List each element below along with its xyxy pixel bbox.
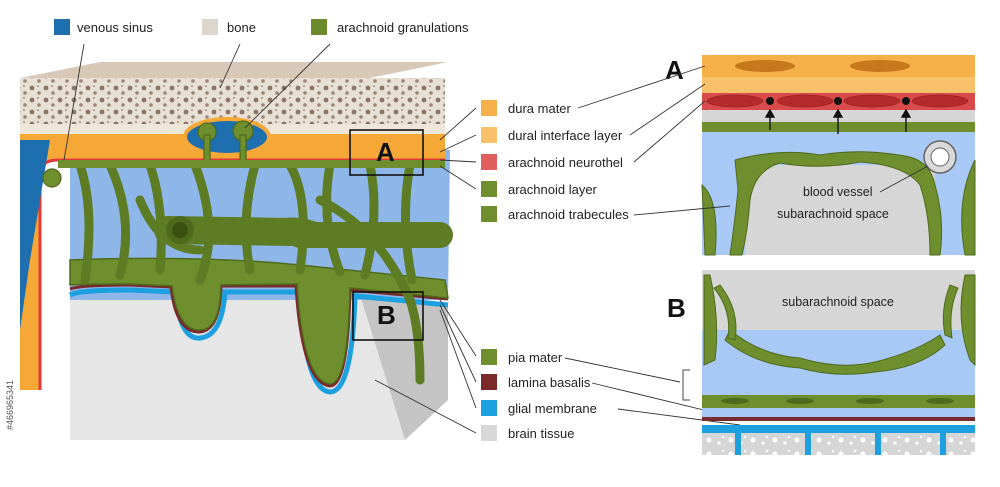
panel-a-dural-interface <box>702 77 975 93</box>
legend-label-dura-mater: dura mater <box>508 101 572 116</box>
panel-b: B subarachnoid space <box>667 270 976 455</box>
legend-label-glial-membrane: glial membrane <box>508 401 597 416</box>
brain-tissue-side <box>360 295 448 440</box>
panel-b-space-label: subarachnoid space <box>782 295 894 309</box>
legend-swatch-lamina-basalis <box>481 374 497 390</box>
legend-swatch-venous-sinus <box>54 19 70 35</box>
panel-b-glial <box>702 425 975 433</box>
top-leaders <box>63 43 331 161</box>
panel-a-junctions <box>766 97 910 105</box>
panel-b-bracket <box>682 369 690 401</box>
panel-a-dura-cells <box>735 60 910 72</box>
glial-membrane-surface <box>68 287 449 395</box>
panel-a-neurothel-cells <box>706 94 969 108</box>
panel-a: A <box>577 55 976 256</box>
panel-b-pia-cells <box>721 398 954 404</box>
stock-id: #466965341 <box>5 380 15 430</box>
legend-label-pia-mater: pia mater <box>508 350 563 365</box>
panel-a-space-label: subarachnoid space <box>777 207 889 221</box>
middle-legend: dura mater dural interface layer arachno… <box>439 100 629 222</box>
panel-b-brain <box>702 433 975 455</box>
panel-b-letter: B <box>667 293 686 323</box>
venous-sinus-top <box>183 117 271 157</box>
legend-label-venous-sinus: venous sinus <box>77 20 153 35</box>
legend-swatch-dural-interface-layer <box>481 127 497 143</box>
legend-label-arachnoid-layer: arachnoid layer <box>508 182 598 197</box>
panel-b-glial-feet <box>735 430 946 455</box>
legend-label-brain-tissue: brain tissue <box>508 426 574 441</box>
marker-box-a <box>349 129 424 176</box>
panel-a-trabecular-cells <box>701 151 976 256</box>
legend-label-dural-interface-layer: dural interface layer <box>508 128 623 143</box>
legend-label-arachnoid-granulations: arachnoid granulations <box>337 20 469 35</box>
marker-letter-a: A <box>376 137 395 167</box>
legend-swatch-arachnoid-granulations <box>311 19 327 35</box>
legend-swatch-arachnoid-layer <box>481 181 497 197</box>
marker-letter-b: B <box>377 300 396 330</box>
meninges-block: A B <box>20 62 453 440</box>
panel-b-trabecular-cells <box>703 274 976 375</box>
venous-sinus-left <box>20 140 50 330</box>
legend-label-arachnoid-neurothel: arachnoid neurothel <box>508 155 623 170</box>
panel-a-blood-vessel-label: blood vessel <box>803 185 873 199</box>
arachnoid-ceiling <box>58 160 445 168</box>
panel-a-arrows <box>764 108 912 134</box>
legend-swatch-arachnoid-trabecules <box>481 206 497 222</box>
legend-label-lamina-basalis: lamina basalis <box>508 375 591 390</box>
legend-swatch-dura-mater <box>481 100 497 116</box>
panel-a-letter: A <box>665 55 684 85</box>
panel-b-pia <box>702 395 975 408</box>
arachnoid-floor <box>69 257 449 385</box>
top-legend: venous sinus bone arachnoid granulations <box>54 19 469 35</box>
marker-box-b <box>352 291 424 341</box>
legend-swatch-glial-membrane <box>481 400 497 416</box>
legend-swatch-pia-mater <box>481 349 497 365</box>
panel-a-vessel-lumen <box>930 147 950 167</box>
legend-swatch-bone <box>202 19 218 35</box>
bone-top <box>20 62 448 78</box>
bottom-legend: pia mater lamina basalis glial membrane … <box>374 299 746 441</box>
legend-label-bone: bone <box>227 20 256 35</box>
panel-a-lower-gray <box>745 165 935 255</box>
panel-b-lamina-basalis <box>702 417 975 421</box>
legend-swatch-brain-tissue <box>481 425 497 441</box>
legend-swatch-arachnoid-neurothel <box>481 154 497 170</box>
legend-label-arachnoid-trabecules: arachnoid trabecules <box>508 207 629 222</box>
vessel-tube-left-lumen <box>172 222 188 238</box>
